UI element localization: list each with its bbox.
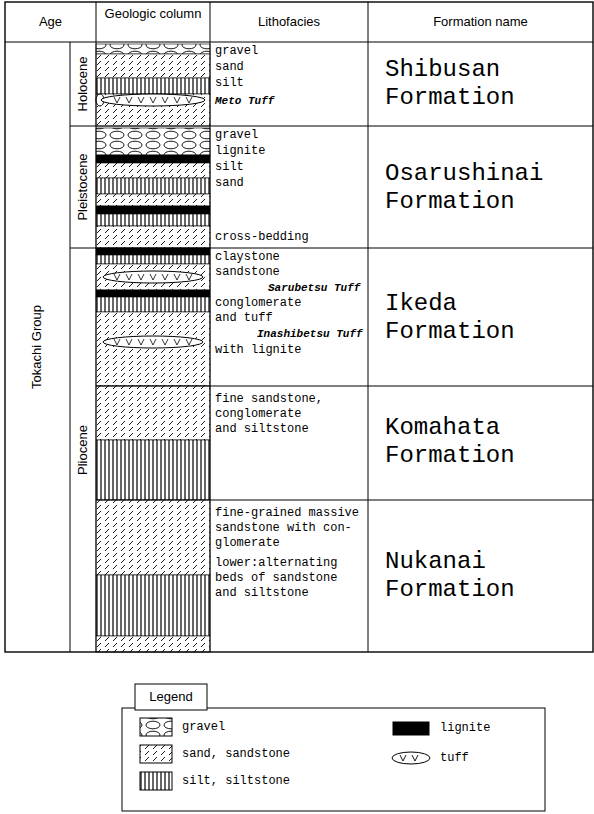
tuff-name: Meto Tuff [215,94,363,109]
lithofacies-text: gravel [215,44,363,59]
rock-layer [96,155,210,163]
lithofacies-text: with lignite [215,343,363,358]
rock-layer [96,290,210,297]
tuff-name: Sarubetsu Tuff [268,281,364,296]
tuff-name: Inashibetsu Tuff [257,327,365,342]
rock-layer [96,264,210,290]
lithofacies-text: fine sandstone, conglomerate and siltsto… [215,392,327,437]
lithofacies-text: gravel [215,128,363,143]
rock-layer [96,297,210,312]
lithofacies-text: silt [215,160,363,175]
rock-layer [96,194,210,206]
formation-name: Komahata Formation [385,414,585,470]
lithofacies-text: silt [215,76,363,91]
lithofacies-text: sand [215,176,363,191]
lithofacies-text: lignite [215,144,363,159]
epoch-name: Pleistocene [75,132,91,242]
formation-name: Ikeda Formation [385,290,585,346]
legend-text: silt, siltstone [182,774,290,789]
lithofacies-text: conglomerate and tuff [215,296,327,326]
rock-layer [96,44,210,54]
rock-layer [96,248,210,255]
rock-layer [96,128,210,155]
tuff-lens [103,336,203,348]
formation-name: Osarushinai Formation [385,160,585,216]
tuff-mark [114,97,192,103]
legend-text: sand, sandstone [182,747,290,762]
rock-layer [96,94,210,126]
formation-name: Nukanai Formation [385,548,585,604]
legend-text: tuff [440,751,469,766]
group-name: Tokachi Group [29,237,45,457]
lithofacies-text: cross-bedding [215,230,363,245]
lithofacies-text: sandstone [215,265,363,280]
rock-layer [96,255,210,264]
rock-layer [96,440,210,500]
rock-layer [96,206,210,214]
rock-layer [96,214,210,226]
column-header: Geologic column [96,6,210,21]
rock-layer [96,178,210,194]
legend-text: lignite [440,721,490,736]
column-header: Formation name [368,14,593,29]
rock-layer [96,54,210,78]
lithofacies-text: claystone [215,250,363,265]
rock-layer [96,500,210,575]
lithofacies-text: fine-grained massive sandstone with con-… [215,506,363,551]
rock-layer [96,386,210,440]
rock-layer [96,312,210,386]
epoch-name: Holocene [75,44,91,124]
rock-layer [96,575,210,636]
legend-text: gravel [182,720,225,735]
lithofacies-text: sand [215,60,363,75]
column-header: Age [5,14,96,29]
formation-name: Shibusan Formation [385,56,585,112]
rock-layer [96,636,210,652]
legend-title: Legend [135,689,207,704]
tuff-lens [103,271,203,283]
column-header: Lithofacies [210,14,368,29]
lithofacies-text: lower:alternating beds of sandstone and … [215,556,363,601]
rock-layer [96,163,210,178]
tuff-lens [101,94,205,106]
rock-layer [96,78,210,94]
rock-layer [96,226,210,248]
epoch-name: Pliocene [75,395,91,505]
